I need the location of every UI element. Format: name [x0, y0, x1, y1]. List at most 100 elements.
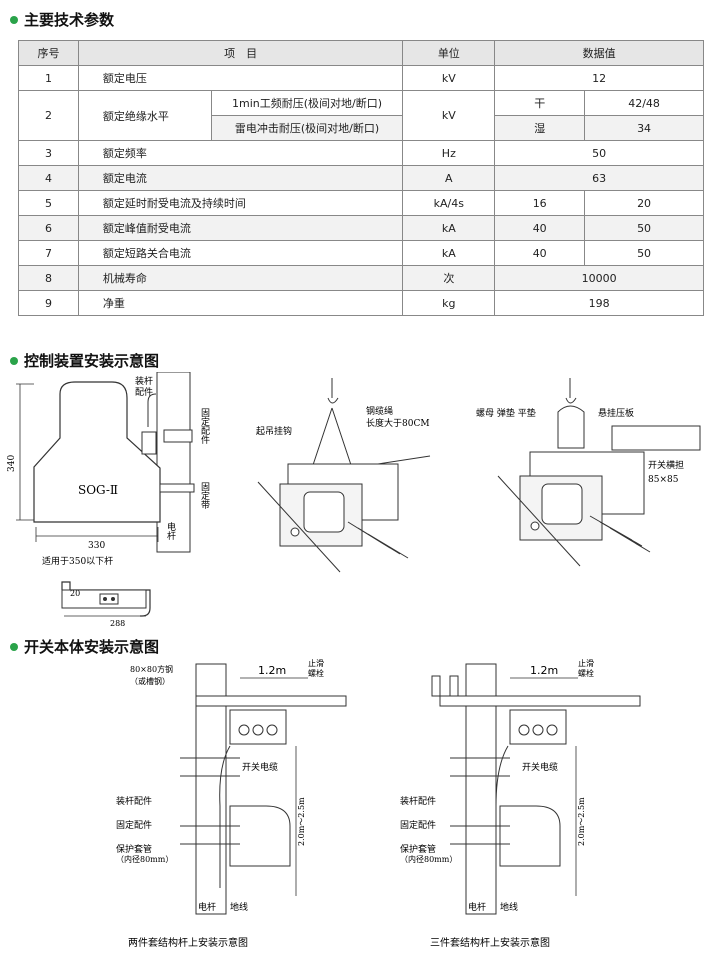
cell-wet-value: 34 — [584, 115, 704, 141]
cell-item: 额定电压 — [77, 65, 404, 91]
label-fitting: 装杆配件 — [116, 795, 152, 807]
cell-item: 额定峰值耐受电流 — [77, 215, 404, 241]
cell-value: 12 — [494, 65, 704, 91]
header-value: 数据值 — [494, 40, 704, 66]
header-no: 序号 — [18, 40, 79, 66]
label-bolt-1: 止滑 — [308, 658, 324, 668]
cell-unit: kA — [402, 215, 496, 241]
cell-dry-value: 42/48 — [584, 90, 704, 116]
cell-value: 63 — [494, 165, 704, 191]
label-dim: 1.2m — [258, 664, 286, 677]
dim-bracket-h: 20 — [70, 589, 80, 598]
label-height: 2.0m～2.5m — [297, 797, 306, 846]
table-row: 9 净重 kg 198 — [18, 290, 704, 316]
label-hook: 起吊挂钩 — [256, 425, 292, 437]
cell-no: 9 — [18, 290, 79, 316]
label-bolt-2: 螺栓 — [578, 668, 594, 678]
label-fitting: 装杆配件 — [400, 795, 436, 807]
label-fitting-1: 装杆 — [135, 375, 153, 387]
label-steel-1: 80×80方钢 — [130, 664, 173, 674]
table-row: 6 额定峰值耐受电流 kA 40 50 — [18, 215, 704, 241]
label-ground: 地线 — [230, 901, 248, 913]
pole-diagram-three-piece: 1.2m 止滑 螺栓 开关电缆 装杆配件 固定配件 保护套管 （内径80mm） … — [400, 658, 641, 949]
dim-height: 340 — [7, 455, 17, 472]
label-steel-2: （或槽钢） — [130, 676, 170, 686]
cell-no: 1 — [18, 65, 79, 91]
table-header-row: 序号 项 目 单位 数据值 — [18, 40, 704, 66]
label-fix-fitting: 固定配件 — [199, 408, 210, 445]
label-dim: 1.2m — [530, 664, 558, 677]
spec-table: 序号 项 目 单位 数据值 1 额定电压 kV 12 2 额定绝缘水平 1min… — [18, 40, 704, 316]
cell-unit: kV — [402, 90, 496, 141]
header-unit: 单位 — [402, 40, 496, 66]
note-pole: 适用于350以下杆 — [42, 555, 113, 567]
cell-value-2: 20 — [584, 190, 704, 216]
caption-three-piece: 三件套结构杆上安装示意图 — [430, 936, 550, 949]
label-fix: 固定配件 — [116, 819, 152, 831]
cell-unit: kg — [402, 290, 496, 316]
dim-bracket-w: 288 — [110, 619, 125, 628]
label-cable: 开关电缆 — [522, 761, 558, 773]
label-plate: 悬挂压板 — [598, 407, 634, 419]
cell-unit: kV — [402, 65, 496, 91]
cell-unit: 次 — [402, 265, 496, 291]
table-row: 4 额定电流 A 63 — [18, 165, 704, 191]
label-rope-2: 长度大于80CM — [366, 417, 430, 429]
cell-no: 5 — [18, 190, 79, 216]
lift-diagram: 起吊挂钩 钢缆绳 长度大于80CM 螺母 弹垫 平垫 悬挂压板 开关横担 85×… — [256, 378, 701, 573]
cell-item: 净重 — [77, 290, 404, 316]
bullet-dot-icon — [10, 356, 18, 365]
cell-no: 2 — [18, 90, 79, 141]
cell-unit: kA/4s — [402, 190, 496, 216]
table-row: 3 额定频率 Hz 50 — [18, 140, 704, 166]
cell-item: 额定短路关合电流 — [77, 240, 404, 266]
caption-two-piece: 两件套结构杆上安装示意图 — [128, 936, 248, 949]
label-cable: 开关电缆 — [242, 761, 278, 773]
cell-wet-label: 湿 — [494, 115, 586, 141]
label-beam: 开关横担 — [648, 459, 684, 471]
cell-unit: A — [402, 165, 496, 191]
label-pole: 电杆 — [165, 521, 176, 541]
cell-no: 4 — [18, 165, 79, 191]
dim-width: 330 — [88, 541, 105, 551]
cell-value: 10000 — [494, 265, 704, 291]
label-sleeve-2: （内径80mm） — [116, 854, 173, 864]
section-title-switch: 开关本体安装示意图 — [10, 636, 159, 657]
table-row: 5 额定延时耐受电流及持续时间 kA/4s 16 20 — [18, 190, 704, 216]
table-row: 8 机械寿命 次 10000 — [18, 265, 704, 291]
table-row: 7 额定短路关合电流 kA 40 50 — [18, 240, 704, 266]
bullet-dot-icon — [10, 15, 18, 24]
cell-subitem: 1min工频耐压(极间对地/断口) — [210, 90, 404, 116]
table-row: 2 额定绝缘水平 1min工频耐压(极间对地/断口) kV 干 42/48 — [18, 90, 704, 141]
cell-value-1: 16 — [494, 190, 586, 216]
bullet-dot-icon — [10, 642, 18, 651]
cell-value-1: 40 — [494, 215, 586, 241]
cell-item: 额定延时耐受电流及持续时间 — [77, 190, 404, 216]
label-fix-strap: 固定带 — [199, 482, 210, 510]
label-fix: 固定配件 — [400, 819, 436, 831]
cell-no: 8 — [18, 265, 79, 291]
label-bolt-1: 止滑 — [578, 658, 594, 668]
cell-unit: Hz — [402, 140, 496, 166]
cell-value: 198 — [494, 290, 704, 316]
cell-no: 3 — [18, 140, 79, 166]
cell-item: 额定电流 — [77, 165, 404, 191]
cell-unit: kA — [402, 240, 496, 266]
label-bolt-2: 螺栓 — [308, 668, 324, 678]
label-nut: 螺母 弹垫 平垫 — [476, 407, 536, 419]
label-sleeve-2: （内径80mm） — [400, 854, 457, 864]
control-box-diagram: SOG-Ⅱ 340 330 适用于350以下杆 装杆 配件 固定配件 固定带 电… — [7, 372, 210, 628]
cell-value-1: 40 — [494, 240, 586, 266]
section-title-params: 主要技术参数 — [10, 9, 114, 30]
cell-value: 50 — [494, 140, 704, 166]
section-title-control: 控制装置安装示意图 — [10, 350, 159, 371]
cell-item: 额定频率 — [77, 140, 404, 166]
cell-dry-label: 干 — [494, 90, 586, 116]
label-height: 2.0m～2.5m — [577, 797, 586, 846]
table-row: 1 额定电压 kV 12 — [18, 65, 704, 91]
label-sleeve-1: 保护套管 — [400, 843, 436, 855]
label-pole: 电杆 — [198, 901, 216, 913]
cell-value-2: 50 — [584, 215, 704, 241]
cell-no: 7 — [18, 240, 79, 266]
cell-item: 机械寿命 — [77, 265, 404, 291]
